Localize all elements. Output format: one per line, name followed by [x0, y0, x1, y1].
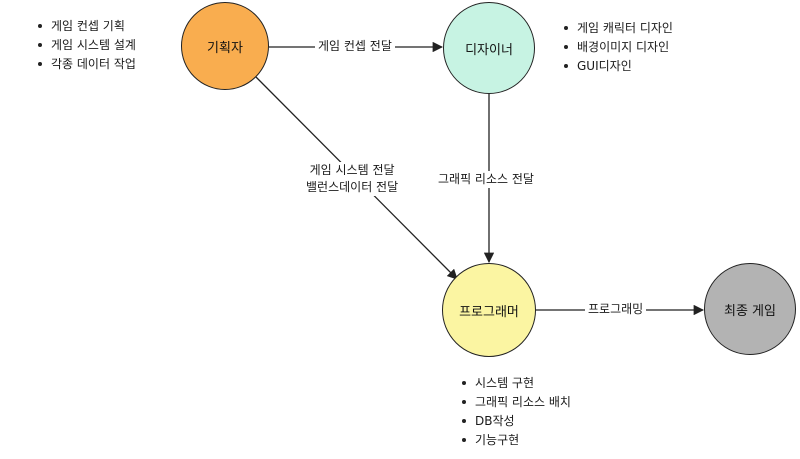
edge-label-graphic-resource: 그래픽 리소스 전달: [435, 171, 537, 188]
node-planner: 기획자: [181, 2, 269, 90]
edge-label-programming: 프로그래밍: [585, 301, 647, 318]
node-planner-label: 기획자: [207, 40, 243, 56]
list-item: DB작성: [457, 412, 571, 431]
list-item: 게임 캐릭터 디자인: [559, 19, 673, 38]
list-item: GUI디자인: [559, 57, 673, 76]
node-programmer: 프로그래머: [442, 263, 536, 357]
list-item: 배경이미지 디자인: [559, 38, 673, 57]
designer-task-list: 게임 캐릭터 디자인 배경이미지 디자인 GUI디자인: [559, 19, 673, 76]
list-item: 게임 시스템 설계: [33, 36, 136, 55]
edge-label-text: 게임 컨셉 전달: [318, 39, 392, 53]
node-designer: 디자이너: [443, 2, 535, 94]
edge-label-system-balance: 게임 시스템 전달 밸런스데이터 전달: [303, 162, 402, 196]
planner-task-list: 게임 컨셉 기획 게임 시스템 설계 각종 데이터 작업: [33, 17, 136, 74]
edge-label-game-concept: 게임 컨셉 전달: [315, 38, 395, 55]
edge-label-line-balance: 밸런스데이터 전달: [306, 180, 399, 194]
list-item: 그래픽 리소스 배치: [457, 393, 571, 412]
node-final-game-label: 최종 게임: [724, 303, 776, 319]
node-programmer-label: 프로그래머: [459, 304, 519, 320]
programmer-task-list: 시스템 구현 그래픽 리소스 배치 DB작성 기능구현: [457, 374, 571, 450]
edge-label-text: 프로그래밍: [588, 302, 644, 316]
list-item: 기능구현: [457, 431, 571, 450]
edge-label-line-system: 게임 시스템 전달: [309, 163, 395, 177]
list-item: 시스템 구현: [457, 374, 571, 393]
list-item: 각종 데이터 작업: [33, 55, 136, 74]
list-item: 게임 컨셉 기획: [33, 17, 136, 36]
node-designer-label: 디자이너: [465, 42, 513, 58]
edge-label-text: 그래픽 리소스 전달: [438, 172, 534, 186]
node-final-game: 최종 게임: [704, 263, 796, 355]
